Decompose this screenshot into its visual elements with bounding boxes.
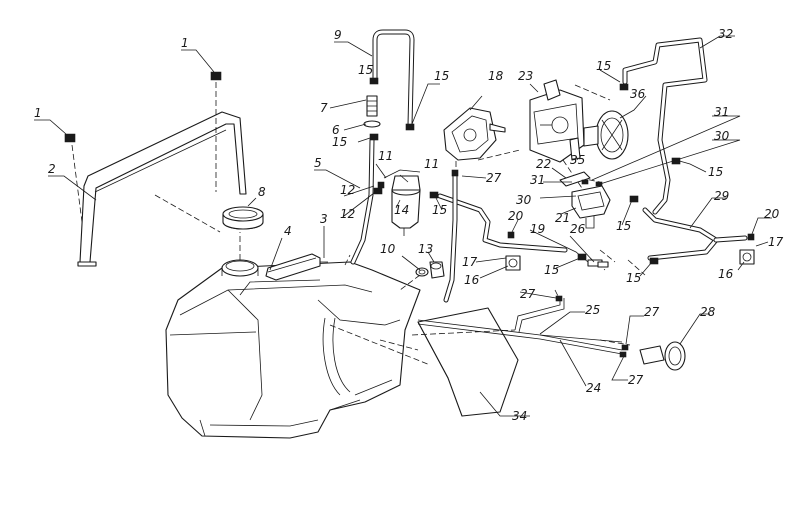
callout-c24: 24 [586,381,601,395]
hose-clamps [369,77,681,265]
valve-left [505,231,521,271]
pump-bracket-22 [559,171,591,187]
washer-6 [363,120,381,128]
callout-c15b: 15 [434,69,449,83]
callout-c16b: 16 [718,267,734,281]
fuel-line-to-pump [437,193,568,253]
callout-c25: 25 [585,303,600,317]
valve-right [739,233,755,265]
callout-c26: 26 [570,222,586,236]
callout-c16a: 16 [464,273,480,287]
callout-c11b: 11 [424,157,439,171]
callout-c22: 22 [536,157,551,171]
strap-bolt-top [210,71,222,81]
callout-c14: 14 [394,203,409,217]
callout-c18: 18 [488,69,504,83]
fuel-line-29 [642,207,748,261]
callout-c30a: 30 [714,129,730,143]
callout-c5: 5 [314,156,322,170]
callout-c32: 32 [718,27,733,41]
drain-fitting-28 [639,341,686,371]
callout-c28: 28 [700,305,716,319]
callout-c15d: 15 [432,203,447,217]
callout-c13: 13 [418,242,433,256]
fuel-tank [165,261,421,439]
fuel-line-24-25 [417,298,623,355]
callout-c15c: 15 [332,135,347,149]
callout-c30b: 30 [516,193,532,207]
callout-c12a: 12 [340,183,355,197]
fuel-filter-14 [391,175,421,236]
callout-c27c: 27 [644,305,660,319]
fuel-line-27 [443,173,458,303]
callout-c31b: 31 [530,173,545,187]
callout-c31a: 31 [714,105,729,119]
fuel-line-32 [622,37,708,215]
callout-c27a: 27 [486,171,502,185]
callout-c15e: 15 [596,59,611,73]
fuel-line-5 [350,137,375,265]
heat-shield [417,307,519,417]
grommet-10 [415,267,429,277]
tank-strap [77,111,247,267]
bolts-30-31 [581,179,603,187]
callout-c20a: 20 [508,209,524,223]
callout-c19: 19 [530,222,545,236]
callout-c8: 8 [258,185,266,199]
callout-c15a: 15 [358,63,373,77]
callout-c6: 6 [332,123,340,137]
fuel-pump-18 [443,107,506,161]
callout-c29: 29 [714,189,729,203]
callout-c17a: 17 [462,255,478,269]
filler-neck [221,259,259,277]
callout-c9: 9 [334,28,342,42]
callout-c3: 3 [320,212,328,226]
callout-c23: 23 [518,69,533,83]
callout-c12b: 12 [340,207,355,221]
callout-c4: 4 [284,224,292,238]
callout-c15h: 15 [544,263,559,277]
fuel-pump-21 [571,185,611,229]
leader-lines [34,35,772,417]
tank-top-cover [265,253,321,281]
callout-c27b: 27 [520,287,536,301]
callout-c7: 7 [320,101,328,115]
fittings-19-26 [587,259,609,268]
gasket-35 [569,137,581,161]
callout-c10: 10 [380,242,396,256]
fitting-13 [429,261,445,279]
callout-c17b: 17 [768,235,784,249]
filter-bracket-11 [373,169,421,195]
callout-c1a: 1 [181,36,189,50]
callout-c36: 36 [630,87,646,101]
callout-c15f: 15 [708,165,723,179]
callout-c1b: 1 [34,106,42,120]
hose-fitting-7 [366,95,378,117]
callout-c11a: 11 [378,149,393,163]
clips-27 [451,169,629,358]
fuel-cap [222,206,264,230]
callout-c35: 35 [570,153,585,167]
callout-c21: 21 [555,211,570,225]
callout-labels: 1 1 2 3 4 5 6 7 8 9 10 11 11 12 12 13 14… [34,27,784,423]
strap-bolt-left [64,133,76,143]
callout-c34: 34 [512,409,527,423]
callout-c27d: 27 [628,373,644,387]
callout-c15i: 15 [626,271,641,285]
callout-c15g: 15 [616,219,631,233]
callout-c2: 2 [48,162,56,176]
air-filter-36 [583,110,629,160]
vent-hose-9 [372,29,415,128]
callout-c20b: 20 [764,207,780,221]
